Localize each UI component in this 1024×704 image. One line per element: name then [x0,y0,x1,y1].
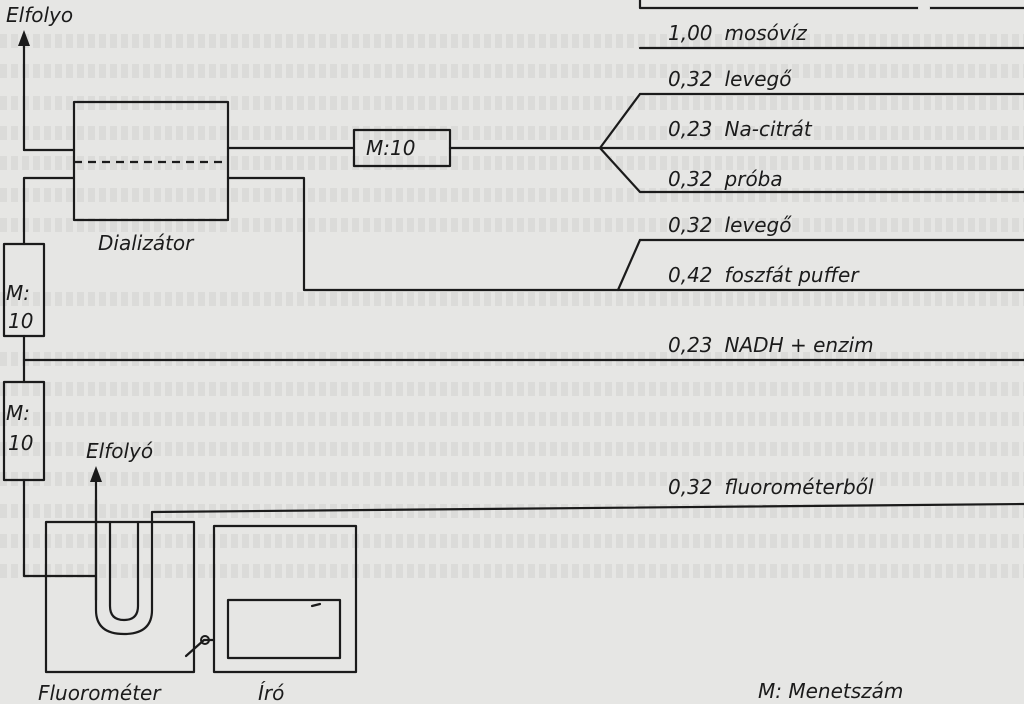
flow-cell-inner [108,520,140,622]
recorder-pen-mark [310,602,322,608]
recorder-label: Író [258,681,284,704]
recorder-chart-window [226,598,342,660]
manifold-diag-puffer [616,238,642,292]
dialyzer-label: Dializátor [98,231,195,255]
outlet-top-label: Elfolyo [6,3,73,27]
nadh-line [22,334,1024,362]
fluorometer-inlet-line [22,478,98,578]
cable-connector-icon [200,635,210,645]
mixer-left-1-label-b: 10 [8,309,33,333]
manifold-diag-levego [598,92,642,150]
outlet-top-arrow-icon [18,30,30,46]
dialyzer-lower-left [22,176,76,246]
outlet-mid-label: Elfolyó [86,439,153,463]
top-bracket [638,0,1024,10]
mixer-left-1-label: M: [6,281,30,305]
fluorometer-box [44,520,196,674]
manifold-diag-proba [598,146,1024,194]
dialyzer-lower-right [226,176,1024,292]
fluorometer-label: Fluorométer [38,681,162,704]
flow-cell-u-tube [94,498,1024,636]
mixer-left-2-label-b: 10 [8,431,33,455]
signal-cable [184,638,216,658]
outlet-mid-arrow-icon [90,466,102,482]
legend-label: M: Menetszám [758,679,903,703]
mixer-left-2-label: M: [6,401,30,425]
recorder-box [212,524,358,674]
mixer-top-label: M:10 [366,136,415,160]
